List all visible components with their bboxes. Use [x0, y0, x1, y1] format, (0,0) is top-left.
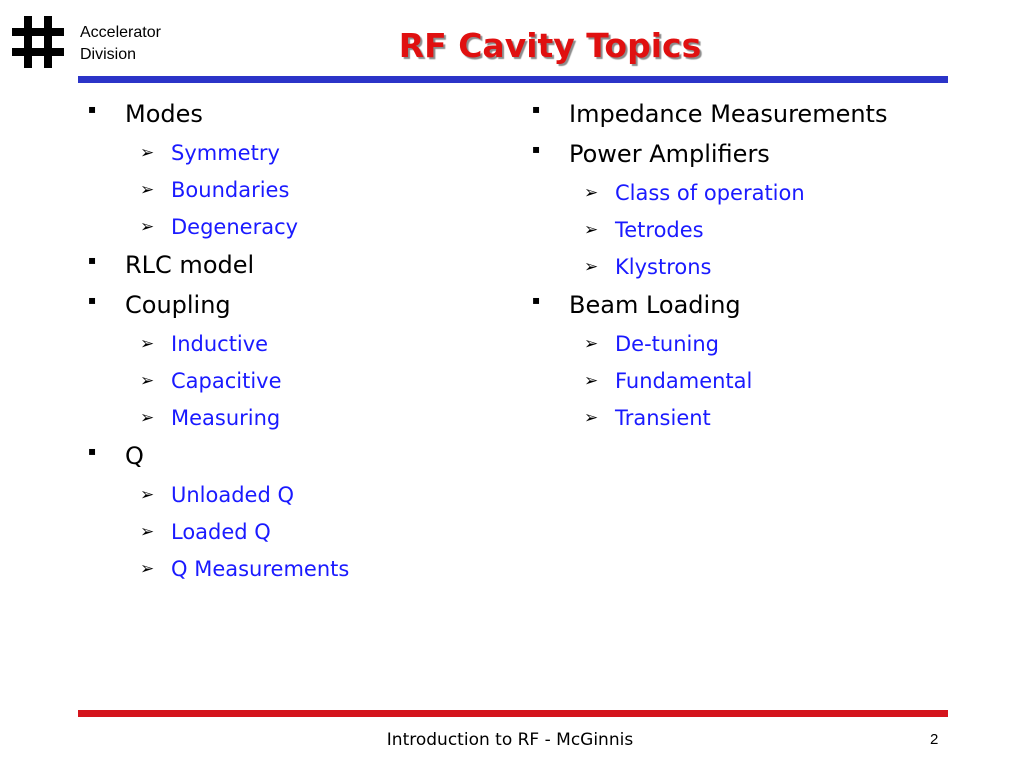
arrow-bullet-icon: ➢	[584, 219, 599, 240]
topic-item: ▪ Coupling	[88, 285, 349, 325]
subtopic-label: Loaded Q	[171, 519, 271, 544]
subtopic-item: ➢ Loaded Q	[140, 513, 349, 550]
arrow-bullet-icon: ➢	[140, 521, 155, 542]
subtopic-item: ➢ Q Measurements	[140, 550, 349, 587]
topic-item: ▪Q	[88, 436, 349, 476]
topic-label: RLC model	[125, 251, 255, 279]
topic-label: Q	[125, 442, 144, 470]
subtopic-item: ➢ Tetrodes	[584, 211, 887, 248]
arrow-bullet-icon: ➢	[140, 216, 155, 237]
footer-text: Introduction to RF - McGinnis	[386, 730, 634, 750]
arrow-bullet-icon: ➢	[140, 333, 155, 354]
topic-label: Impedance Measurements	[569, 100, 888, 128]
subtopic-label: Boundaries	[171, 177, 290, 202]
subtopic-item: ➢ Fundamental	[584, 362, 887, 399]
division-line-1: Accelerator	[80, 24, 161, 41]
arrow-bullet-icon: ➢	[584, 333, 599, 354]
subtopic-item: ➢ Inductive	[140, 325, 349, 362]
subtopic-item: ➢ Unloaded Q	[140, 476, 349, 513]
subtopic-label: Fundamental	[615, 368, 753, 393]
topic-item: ▪ RLC model	[88, 245, 349, 285]
subtopic-label: De-tuning	[615, 331, 719, 356]
subtopic-label: Measuring	[171, 405, 281, 430]
square-bullet-icon: ▪	[532, 142, 541, 156]
topic-item: ▪ Beam Loading	[532, 285, 887, 325]
square-bullet-icon: ▪	[532, 293, 541, 307]
topic-item: ▪ Impedance Measurements	[532, 94, 887, 134]
subtopic-item: ➢ De-tuning	[584, 325, 887, 362]
subtopic-label: Degeneracy	[171, 214, 299, 239]
subtopic-item: ➢ Boundaries	[140, 171, 349, 208]
square-bullet-icon: ▪	[88, 293, 97, 307]
subtopic-label: Q Measurements	[171, 556, 350, 581]
topic-item: ▪ Power Amplifiers	[532, 134, 887, 174]
subtopic-label: Inductive	[171, 331, 269, 356]
division-line-2: Division	[80, 46, 137, 63]
subtopic-label: Tetrodes	[615, 217, 704, 242]
arrow-bullet-icon: ➢	[140, 370, 155, 391]
subtopic-label: Transient	[615, 405, 711, 430]
subtopic-item: ➢ Degeneracy	[140, 208, 349, 245]
slide-title: RF Cavity Topics	[398, 26, 702, 65]
subtopic-item: ➢ Transient	[584, 399, 887, 436]
subtopic-item: ➢ Class of operation	[584, 174, 887, 211]
arrow-bullet-icon: ➢	[584, 182, 599, 203]
arrow-bullet-icon: ➢	[584, 256, 599, 277]
topic-label: Coupling	[125, 291, 231, 319]
subtopic-item: ➢ Capacitive	[140, 362, 349, 399]
subtopic-label: Class of operation	[615, 180, 805, 205]
fermilab-logo-icon	[12, 16, 64, 68]
arrow-bullet-icon: ➢	[140, 484, 155, 505]
subtopic-item: ➢ Symmetry	[140, 134, 349, 171]
arrow-bullet-icon: ➢	[140, 407, 155, 428]
square-bullet-icon: ▪	[88, 253, 97, 267]
subtopic-label: Capacitive	[171, 368, 282, 393]
topic-label: Power Amplifiers	[569, 140, 770, 168]
subtopic-item: ➢ Klystrons	[584, 248, 887, 285]
arrow-bullet-icon: ➢	[584, 407, 599, 428]
page-number: 2	[930, 731, 939, 748]
bottom-divider	[78, 710, 948, 717]
subtopic-label: Klystrons	[615, 254, 712, 279]
arrow-bullet-icon: ➢	[140, 179, 155, 200]
right-topic-list: ▪ Impedance Measurements ▪ Power Amplifiers…	[532, 94, 887, 436]
square-bullet-icon: ▪	[88, 102, 97, 116]
division-label: Accelerator Division	[80, 22, 161, 66]
arrow-bullet-icon: ➢	[140, 558, 155, 579]
subtopic-label: Symmetry	[171, 140, 280, 165]
arrow-bullet-icon: ➢	[140, 142, 155, 163]
arrow-bullet-icon: ➢	[584, 370, 599, 391]
square-bullet-icon: ▪	[532, 102, 541, 116]
subtopic-label: Unloaded Q	[171, 482, 295, 507]
topic-label: Modes	[125, 100, 203, 128]
topic-item: ▪ Modes	[88, 94, 349, 134]
square-bullet-icon: ▪	[88, 444, 97, 458]
left-topic-list: ▪ Modes ➢ Symmetry ➢ Boundaries ➢ Degeneracy ▪ RL…	[88, 94, 349, 587]
subtopic-item: ➢ Measuring	[140, 399, 349, 436]
topic-label: Beam Loading	[569, 291, 741, 319]
top-divider	[78, 76, 948, 83]
